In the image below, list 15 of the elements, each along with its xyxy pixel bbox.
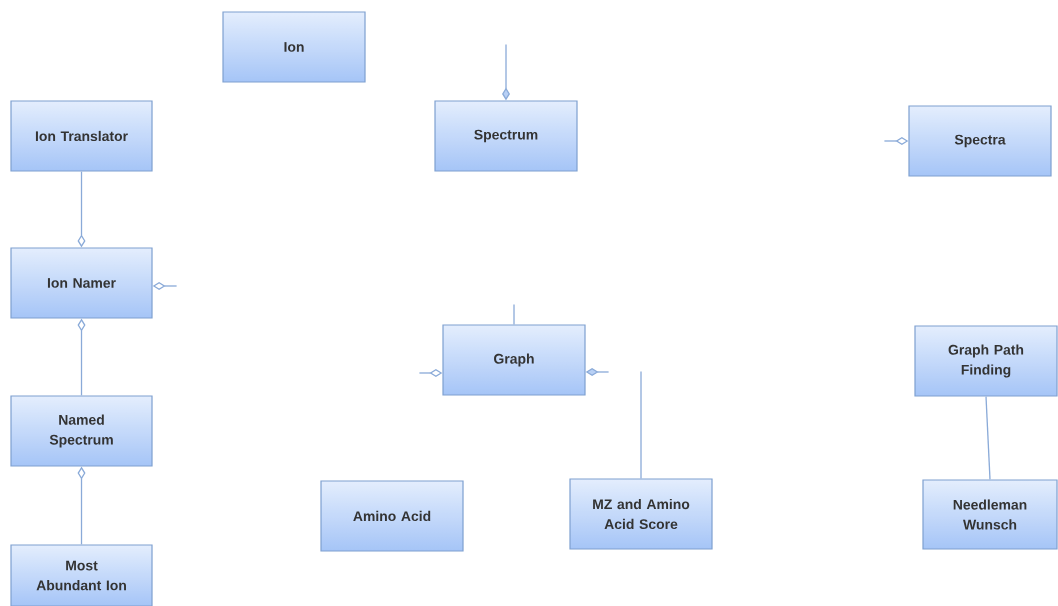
- connector-line: [640, 370, 642, 480]
- class-box: Ion Translator: [10, 100, 153, 172]
- connector-line: [513, 303, 515, 326]
- class-box: MZ and Amino Acid Score: [569, 478, 713, 550]
- class-box: Amino Acid: [320, 480, 464, 552]
- class-box: Spectra: [908, 105, 1052, 177]
- class-box: Spectrum: [434, 100, 578, 172]
- class-box: Graph: [442, 324, 586, 396]
- class-box: Ion: [222, 11, 366, 83]
- class-box: Named Spectrum: [10, 395, 153, 467]
- class-box: Ion Namer: [10, 247, 153, 319]
- class-box: Most Abundant Ion: [10, 544, 153, 606]
- connector-line: [985, 395, 991, 481]
- class-box: Needleman Wunsch: [922, 479, 1058, 550]
- class-box: Graph Path Finding: [914, 325, 1058, 397]
